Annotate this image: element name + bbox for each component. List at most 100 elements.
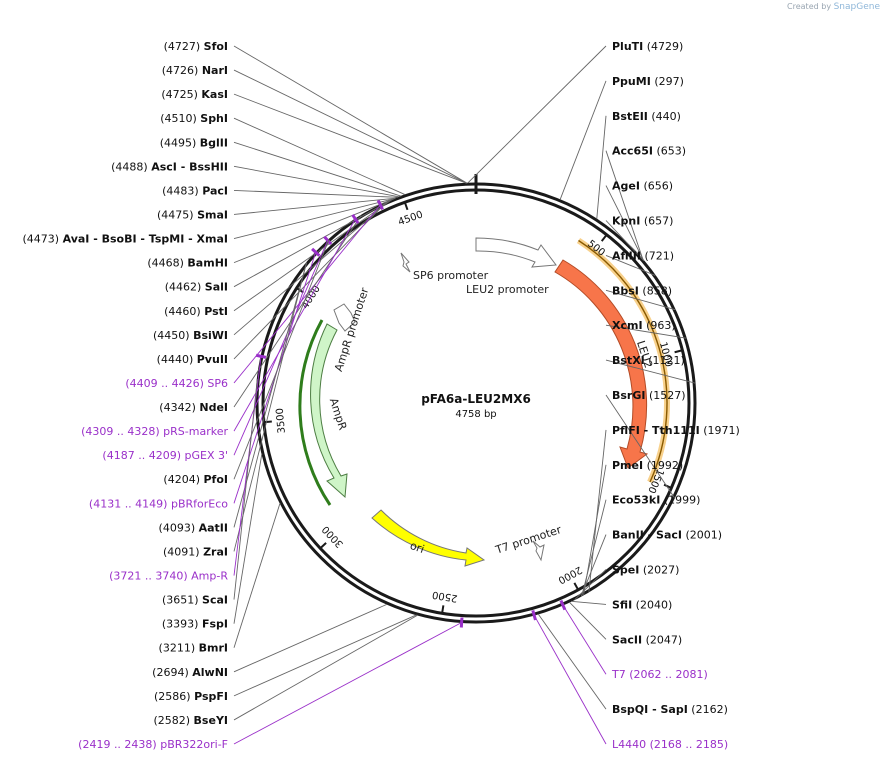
leader-line xyxy=(233,614,417,697)
site-name: PacI xyxy=(202,184,228,197)
enzyme-site-label[interactable]: KpnI (657) xyxy=(612,215,673,228)
site-name: KpnI xyxy=(612,215,640,228)
site-position: (4309 .. 4328) xyxy=(81,425,160,438)
enzyme-site-label[interactable]: (2582) BseYI xyxy=(153,714,228,727)
leader-line xyxy=(559,80,607,200)
leader-line xyxy=(574,569,607,600)
enzyme-site-label[interactable]: BspQI - SapI (2162) xyxy=(612,703,728,716)
site-name: AgeI xyxy=(612,180,640,193)
enzyme-site-label[interactable]: BsrGI (1527) xyxy=(612,389,686,402)
enzyme-site-label[interactable]: (4342) NdeI xyxy=(159,401,228,414)
site-name: BstEII xyxy=(612,110,648,123)
site-position: (1992) xyxy=(647,459,684,472)
site-labels: (4727) SfoI (4726) NarI (4725) KasI (4510) … xyxy=(23,40,740,751)
ampr-label: AmpR xyxy=(327,396,350,432)
site-position: (2027) xyxy=(643,564,680,577)
enzyme-site-label[interactable]: AgeI (656) xyxy=(612,180,673,193)
leader-lines xyxy=(233,45,696,745)
enzyme-site-label[interactable]: SacII (2047) xyxy=(612,633,682,646)
enzyme-site-label[interactable]: BanII - SacI (2001) xyxy=(612,529,722,542)
enzyme-site-label[interactable]: (4462) SalI xyxy=(165,281,228,294)
primer-label[interactable]: (4131 .. 4149) pBRforEco xyxy=(89,497,228,510)
tick-mark xyxy=(600,234,607,242)
enzyme-site-label[interactable]: (3393) FspI xyxy=(162,618,228,631)
enzyme-site-label[interactable]: BstXI (1121) xyxy=(612,354,685,367)
enzyme-site-label[interactable]: (4473) AvaI - BsoBI - TspMI - XmaI xyxy=(23,233,229,246)
enzyme-site-label[interactable]: (4093) AatII xyxy=(159,521,228,534)
site-name: BanII - SacI xyxy=(612,529,682,542)
primer-label[interactable]: (4187 .. 4209) pGEX 3' xyxy=(102,449,228,462)
leader-line xyxy=(233,502,281,648)
enzyme-site-label[interactable]: (4204) PfoI xyxy=(163,473,228,486)
primer-label[interactable]: (2419 .. 2438) pBR322ori-F xyxy=(78,738,228,751)
t7-promoter-arrow xyxy=(532,540,545,562)
site-position: (721) xyxy=(644,249,674,262)
site-name: SfoI xyxy=(204,40,228,53)
enzyme-site-label[interactable]: (4091) ZraI xyxy=(163,545,228,558)
leader-line xyxy=(233,239,330,480)
enzyme-site-label[interactable]: SfiI (2040) xyxy=(612,598,672,611)
leader-line xyxy=(467,45,607,184)
enzyme-site-label[interactable]: AflIII (721) xyxy=(612,249,674,262)
enzyme-site-label[interactable]: (2586) PspFI xyxy=(154,690,228,703)
leader-line xyxy=(605,254,656,276)
site-position: (2062 .. 2081) xyxy=(629,668,708,681)
enzyme-site-label[interactable]: (4725) KasI xyxy=(161,88,228,101)
site-name: BsrGI xyxy=(612,389,645,402)
enzyme-site-label[interactable]: XcmI (963) xyxy=(612,319,676,332)
site-position: (2586) xyxy=(154,690,191,703)
primer-label[interactable]: (4409 .. 4426) SP6 xyxy=(125,377,228,390)
enzyme-site-label[interactable]: (3211) BmrI xyxy=(159,642,228,655)
enzyme-site-label[interactable]: (4510) SphI xyxy=(160,112,228,125)
leader-line xyxy=(233,453,263,624)
primer-label[interactable]: T7 (2062 .. 2081) xyxy=(611,668,708,681)
leader-line xyxy=(233,379,258,600)
tick-label: 3500 xyxy=(275,407,288,433)
primer-label[interactable]: L4440 (2168 .. 2185) xyxy=(612,738,728,751)
site-position: (3651) xyxy=(162,594,199,607)
enzyme-site-label[interactable]: PluTI (4729) xyxy=(612,40,683,53)
enzyme-site-label[interactable]: BstEII (440) xyxy=(612,110,681,123)
primer-label[interactable]: (4309 .. 4328) pRS-marker xyxy=(81,425,228,438)
enzyme-site-label[interactable]: BbsI (858) xyxy=(612,284,672,297)
site-name: BseYI xyxy=(194,714,228,727)
enzyme-site-label[interactable]: PflFI - Tth111I (1971) xyxy=(612,424,740,437)
site-position: (4510) xyxy=(160,112,197,125)
site-position: (3721 .. 3740) xyxy=(109,570,188,583)
site-position: (2419 .. 2438) xyxy=(78,738,157,751)
site-position: (4462) xyxy=(165,281,202,294)
enzyme-site-label[interactable]: (4726) NarI xyxy=(162,64,228,77)
enzyme-site-label[interactable]: PmeI (1992) xyxy=(612,459,683,472)
enzyme-site-label[interactable]: (4468) BamHI xyxy=(147,257,228,270)
site-name: PpuMI xyxy=(612,75,651,88)
primer-label[interactable]: (3721 .. 3740) Amp-R xyxy=(109,570,228,583)
enzyme-site-label[interactable]: (4450) BsiWI xyxy=(153,329,228,342)
enzyme-site-label[interactable]: (2694) AlwNI xyxy=(152,666,228,679)
ampr-orf-arc xyxy=(298,319,332,506)
enzyme-site-label[interactable]: (4495) BglII xyxy=(160,136,228,149)
site-name: ZraI xyxy=(203,545,228,558)
enzyme-site-label[interactable]: (3651) ScaI xyxy=(162,594,228,607)
enzyme-site-label[interactable]: (4460) PstI xyxy=(164,305,228,318)
primer-mark xyxy=(376,199,384,211)
site-name: SacII xyxy=(612,633,642,646)
leader-line xyxy=(233,198,394,264)
enzyme-site-label[interactable]: (4488) AscI - BssHII xyxy=(111,160,228,173)
enzyme-site-label[interactable]: (4475) SmaI xyxy=(157,208,228,221)
site-name: NdeI xyxy=(199,401,228,414)
enzyme-site-label[interactable]: SpeI (2027) xyxy=(612,564,679,577)
enzyme-site-label[interactable]: (4440) PvuII xyxy=(157,353,228,366)
tick-mark xyxy=(441,605,445,613)
leader-line xyxy=(533,614,607,745)
enzyme-site-label[interactable]: PpuMI (297) xyxy=(612,75,684,88)
sp6-promoter-label: SP6 promoter xyxy=(413,269,489,282)
tick-mark xyxy=(573,582,579,590)
site-name: Amp-R xyxy=(191,570,228,583)
enzyme-site-label[interactable]: Eco53kI (1999) xyxy=(612,494,700,507)
ampr-arrow xyxy=(310,323,348,499)
enzyme-site-label[interactable]: Acc65I (653) xyxy=(612,145,686,158)
enzyme-site-label[interactable]: (4483) PacI xyxy=(162,184,228,197)
tick-mark xyxy=(320,542,327,549)
enzyme-site-label[interactable]: (4727) SfoI xyxy=(164,40,228,53)
leader-line xyxy=(233,141,402,197)
